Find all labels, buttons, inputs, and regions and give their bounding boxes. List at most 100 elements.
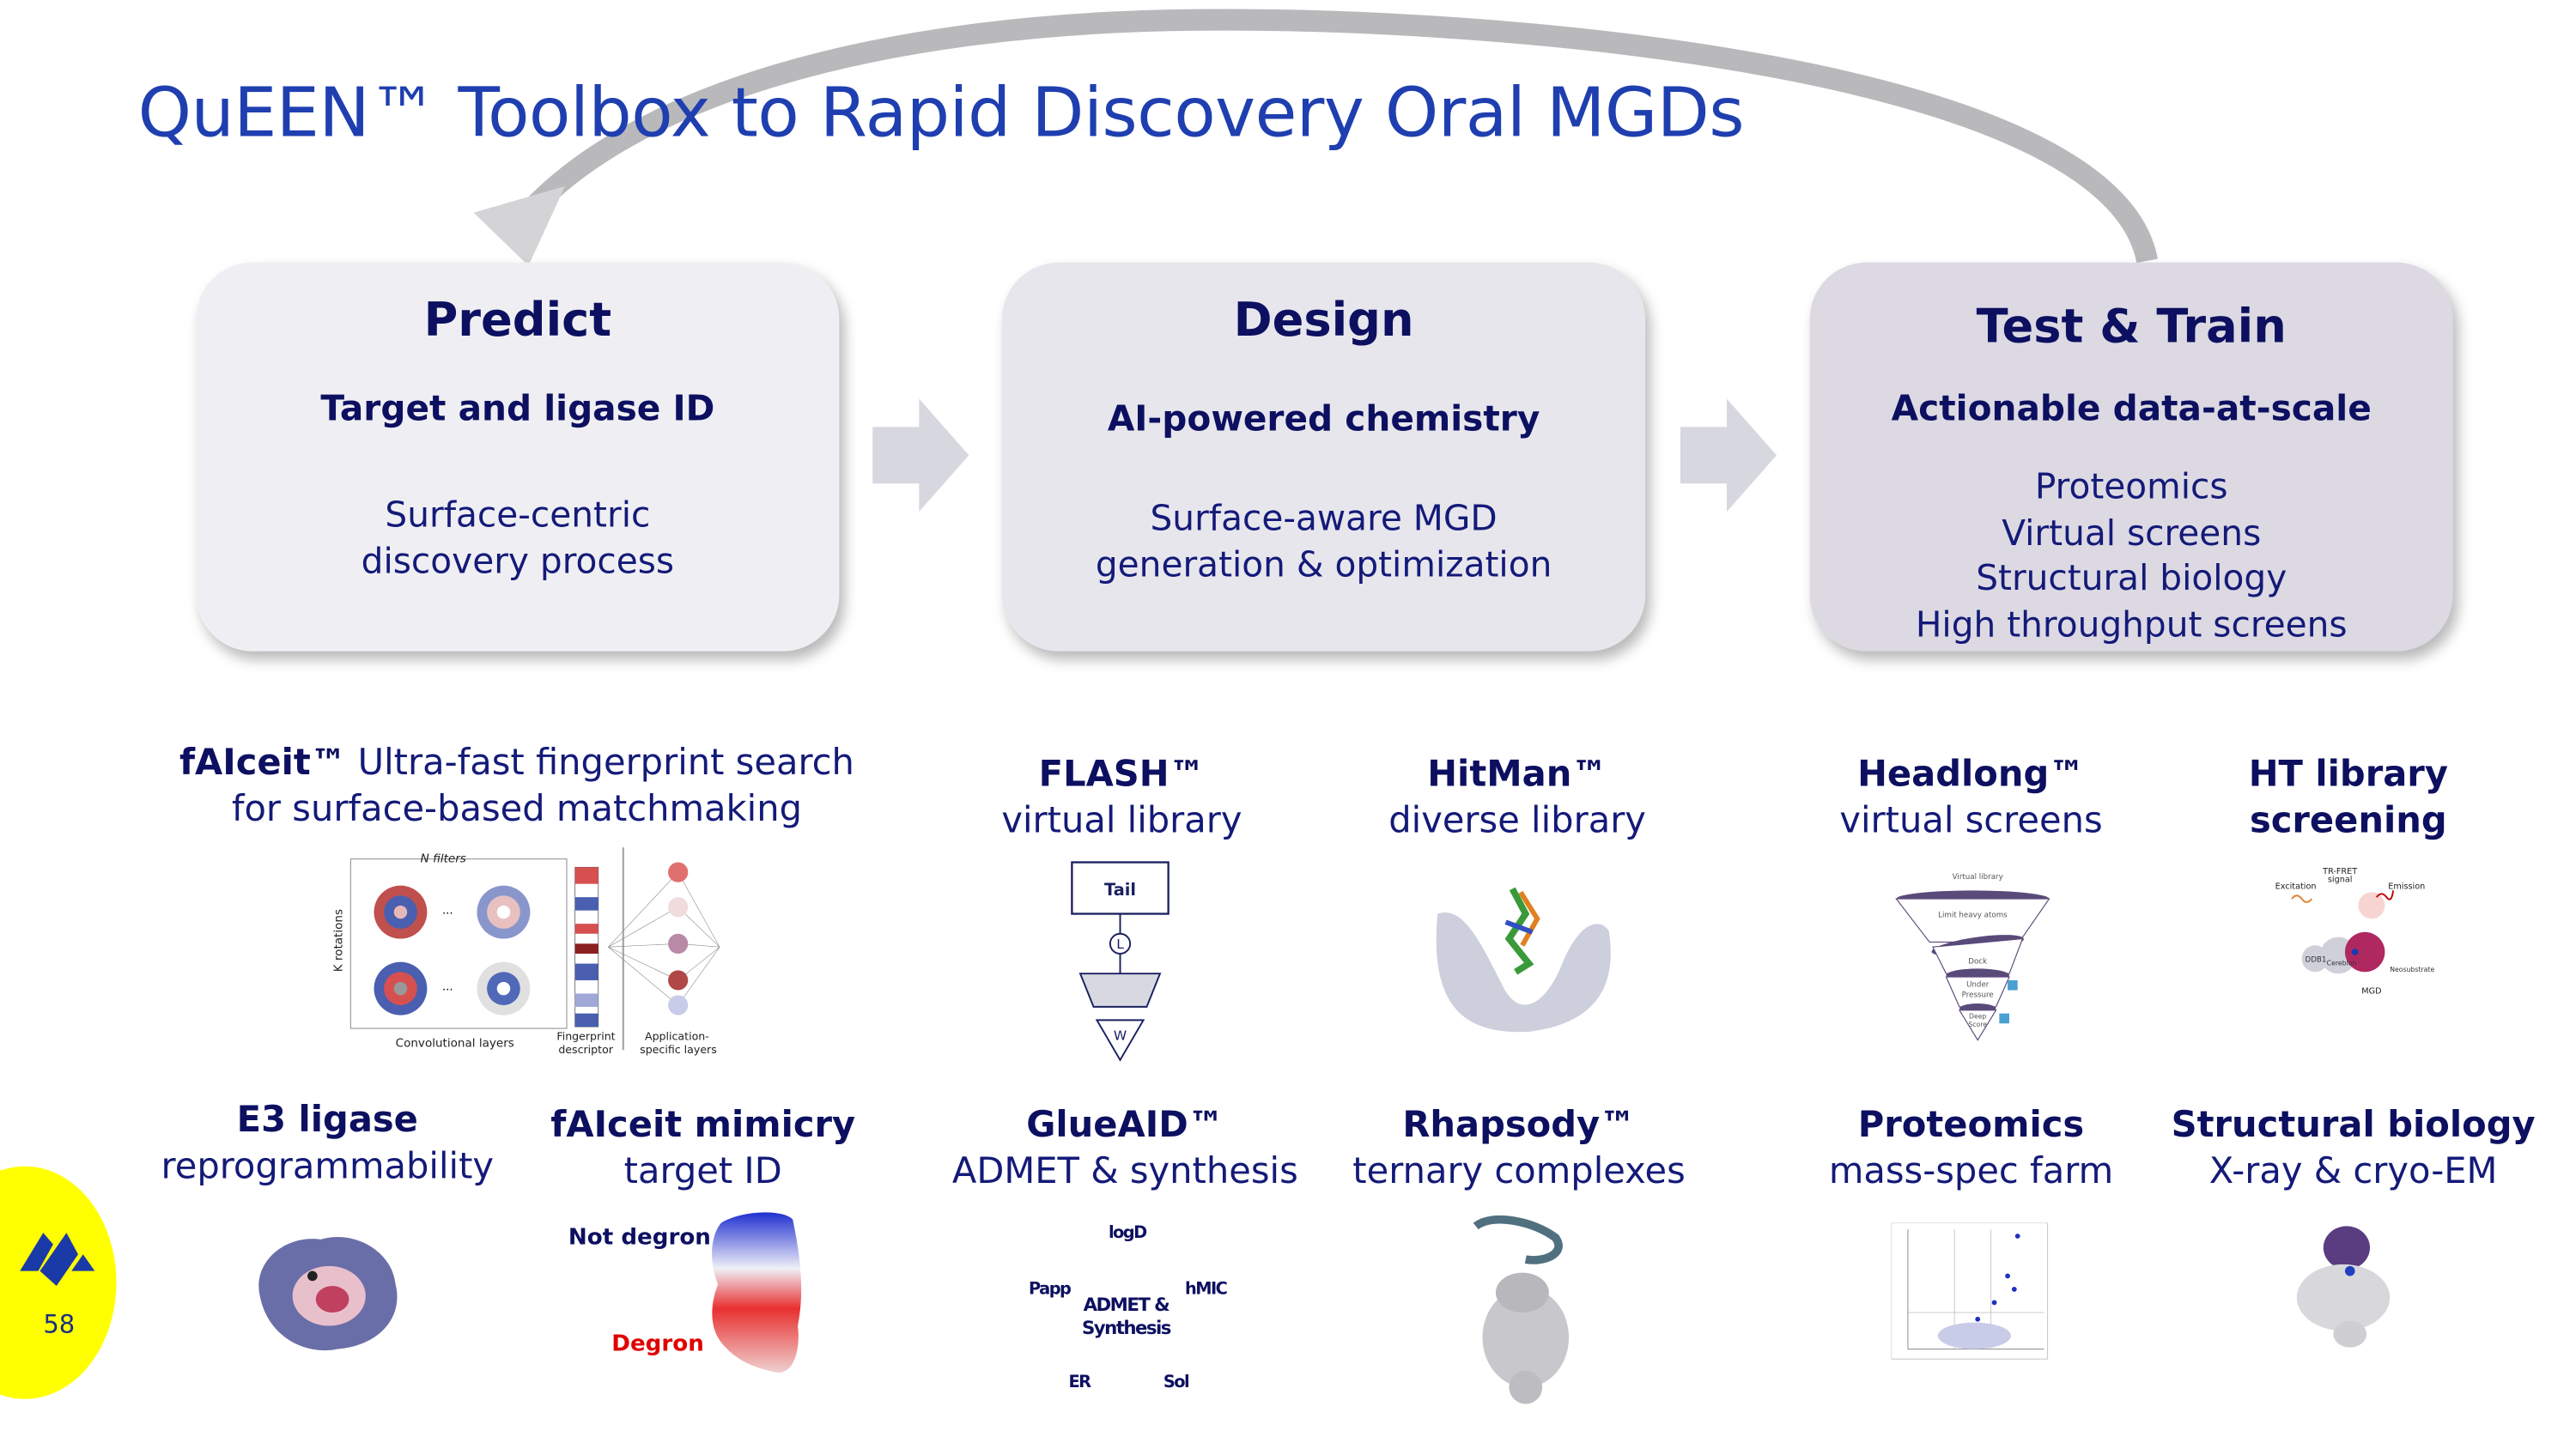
fig-text: ADMET & [1083, 1294, 1170, 1316]
admet-er: ER [1068, 1373, 1092, 1392]
fig-text: Pressure [1962, 991, 1994, 999]
ternary-complex-image [1473, 1215, 1570, 1404]
fig-text: Score [1968, 1021, 1987, 1028]
fig-text: descriptor [558, 1043, 613, 1056]
fig-text: TR-FRET [2322, 867, 2357, 876]
fig-text: Convolutional layers [396, 1036, 514, 1050]
card-predict: Predict Target and ligase ID Surface-cen… [196, 262, 840, 652]
tool-name: HitMan™ [1427, 754, 1607, 797]
tool-name: fAIceit mimicry [550, 1105, 856, 1147]
fig-text: specific layers [640, 1043, 717, 1056]
card-body: Surface-centric discovery process [196, 494, 839, 585]
card-body: Proteomics Virtual screens Structural bi… [1810, 465, 2453, 648]
card-subtitle: Actionable data-at-scale [1891, 388, 2372, 429]
tool-name: fAIceit™ [179, 743, 347, 785]
tool-desc: target ID [623, 1151, 782, 1193]
tool-desc: virtual screens [1839, 800, 2103, 843]
flash-library-figure: Tail L W [1071, 861, 1170, 1062]
fig-text: N filters [421, 852, 466, 866]
tool-name: FLASH™ [1038, 754, 1206, 797]
card-body: Surface-aware MGD generation & optimizat… [1002, 497, 1645, 588]
tool-desc: ADMET & synthesis [951, 1151, 1298, 1193]
admet-hmic: hMIC [1184, 1281, 1228, 1300]
tool-desc: reprogrammability [161, 1146, 495, 1188]
fig-text: L [1116, 937, 1124, 952]
page-title: QuEEN™ Toolbox to Rapid Discovery Oral M… [137, 73, 1745, 154]
tr-fret-assay-figure: TR-FRET signal Excitation Emission DDB1 … [2275, 867, 2435, 996]
tool-name: HT library [2248, 754, 2448, 797]
tool-desc: Ultra-fast fingerprint search [357, 743, 854, 785]
fig-text: Limit heavy atoms [1938, 911, 2008, 919]
fig-text: W [1114, 1028, 1127, 1044]
card-line: Structural biology [1976, 558, 2287, 598]
admet-center: ADMET &Synthesis [1081, 1294, 1171, 1341]
fig-text: ... [442, 904, 453, 918]
tool-name: Structural biology [2171, 1105, 2536, 1147]
fig-text: signal [2328, 876, 2353, 885]
fig-text: DDB1 [2306, 956, 2327, 965]
tool-desc: ternary complexes [1352, 1151, 1686, 1193]
filter-wheels [374, 885, 531, 1016]
e3-ligase-surface-image [258, 1237, 398, 1351]
arrow-right-icon [1680, 398, 1777, 512]
card-line: High throughput screens [1915, 603, 2348, 644]
fig-text: K rotations [332, 909, 346, 972]
card-title: Design [1233, 292, 1414, 348]
fig-text: Excitation [2275, 882, 2317, 891]
fig-text: Emission [2388, 882, 2425, 891]
headlong-funnel-figure: Virtual library Limit heavy atoms Dock U… [1895, 873, 2050, 1041]
degron-surface-image [712, 1212, 802, 1373]
not-degron-label: Not degron [568, 1224, 711, 1252]
tool-name: Rhapsody™ [1402, 1105, 1636, 1147]
company-logo-icon [20, 1233, 95, 1287]
faiceit-label: fAIceit™ Ultra-fast fingerprint search f… [179, 741, 854, 834]
protein-structure-image [2296, 1226, 2391, 1348]
hitman-pocket-figure [1436, 887, 1611, 1033]
fig-text: Neosubstrate [2390, 966, 2434, 973]
page-number: 58 [43, 1309, 76, 1339]
card-line: Virtual screens [2002, 512, 2262, 553]
volcano-plot-image [1891, 1222, 2049, 1360]
fig-text: Dock [1968, 958, 1987, 967]
card-subtitle: AI-powered chemistry [1107, 398, 1540, 439]
admet-logd: logD [1108, 1224, 1147, 1243]
card-title: Predict [423, 292, 612, 348]
tool-desc: diverse library [1388, 800, 1646, 843]
tool-name: Headlong™ [1857, 754, 2085, 797]
fig-text: MGD [2361, 986, 2381, 996]
card-line: discovery process [361, 540, 675, 581]
card-design: Design AI-powered chemistry Surface-awar… [1002, 262, 1646, 652]
fig-text: Deep [1969, 1012, 1986, 1020]
tool-name: GlueAID™ [1026, 1105, 1224, 1147]
faiceit-fingerprint-figure: N filters K rotations Convolutional laye… [332, 847, 720, 1056]
fig-text: ... [442, 980, 453, 994]
tool-name: screening [2249, 800, 2447, 843]
tool-desc: virtual library [1001, 800, 1242, 843]
admet-papp: Papp [1029, 1281, 1072, 1300]
card-subtitle: Target and ligase ID [320, 388, 715, 429]
tool-desc: X-ray & cryo-EM [2208, 1151, 2498, 1193]
fingerprint-bar [574, 866, 599, 1028]
fig-text: Tail [1104, 880, 1136, 900]
card-line: Surface-centric [385, 494, 651, 536]
fig-text: Synthesis [1081, 1317, 1171, 1339]
fig-text: Application- [645, 1030, 709, 1043]
fig-text: Virtual library [1953, 873, 2003, 882]
tool-desc: mass-spec farm [1828, 1151, 2114, 1193]
tool-name: Proteomics [1857, 1105, 2085, 1147]
fig-text: Under [1966, 981, 1990, 990]
tool-desc: for surface-based matchmaking [231, 789, 803, 831]
card-test-train: Test & Train Actionable data-at-scale Pr… [1809, 262, 2453, 652]
cycle-arrow-icon [473, 9, 2158, 266]
